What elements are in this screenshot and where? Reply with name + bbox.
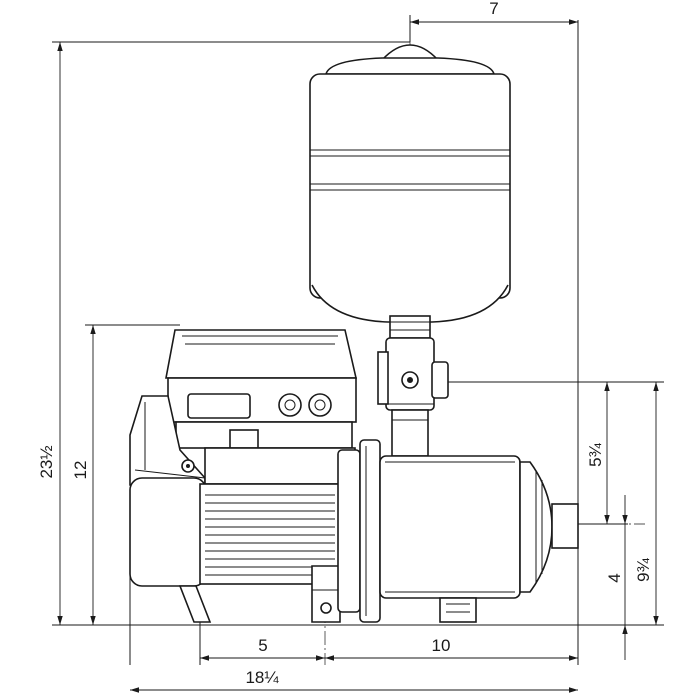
dim-tank-width: 7 — [489, 0, 498, 18]
pressure-tank — [309, 44, 511, 339]
control-box — [165, 329, 358, 449]
tank-connector — [377, 337, 449, 457]
motor — [129, 477, 341, 623]
dim-tank-connection-height: 5¾ — [586, 442, 605, 466]
dim-pump-length: 10 — [432, 636, 451, 655]
dimension-labels: 7 23½ 12 5¾ 4 9¾ 5 10 18¼ — [37, 0, 653, 687]
dimension-lines — [57, 19, 659, 693]
dim-inlet-height: 4 — [605, 573, 624, 582]
dim-overall-length: 18¼ — [245, 668, 279, 687]
pump-housing — [337, 439, 579, 623]
dim-foot-spacing: 5 — [258, 636, 267, 655]
dim-overall-height: 23½ — [37, 445, 56, 478]
dim-control-box-height: 12 — [71, 461, 90, 480]
motor-bracket — [129, 395, 356, 486]
dim-outlet-height: 9¾ — [634, 557, 653, 581]
